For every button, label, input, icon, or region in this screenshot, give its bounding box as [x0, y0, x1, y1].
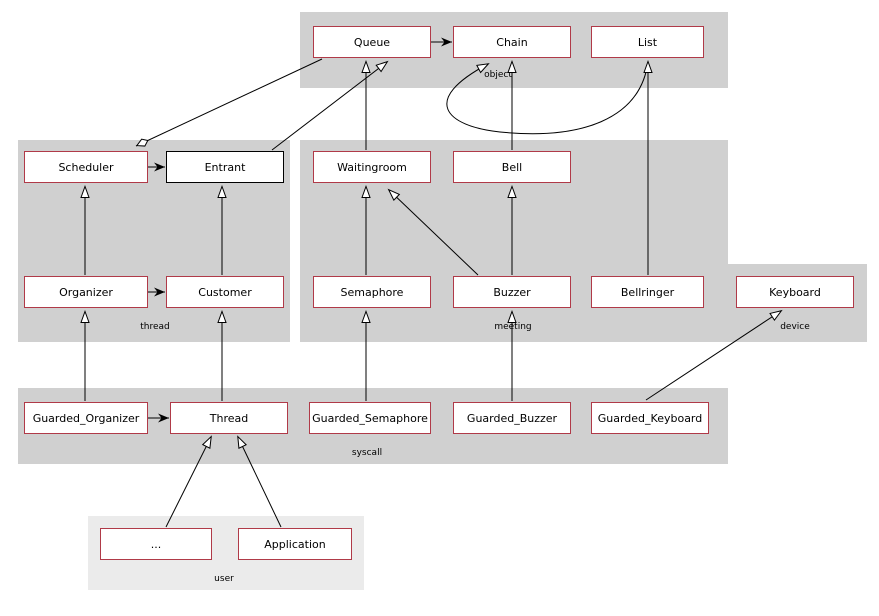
class-box-entrant[interactable]: Entrant — [166, 151, 284, 183]
class-box-organizer[interactable]: Organizer — [24, 276, 148, 308]
class-box-chain[interactable]: Chain — [453, 26, 571, 58]
edge-scheduler-aggregates-queue — [135, 58, 323, 147]
class-box-application[interactable]: Application — [238, 528, 352, 560]
class-box-thread_cls[interactable]: Thread — [170, 402, 288, 434]
package-label-meeting: meeting — [494, 322, 532, 332]
class-box-guarded_semaphore[interactable]: Guarded_Semaphore — [309, 402, 431, 434]
class-box-waitingroom[interactable]: Waitingroom — [313, 151, 431, 183]
package-label-device: device — [780, 322, 810, 332]
class-box-customer[interactable]: Customer — [166, 276, 284, 308]
class-box-guarded_buzzer[interactable]: Guarded_Buzzer — [453, 402, 571, 434]
class-box-queue[interactable]: Queue — [313, 26, 431, 58]
class-box-guarded_organizer[interactable]: Guarded_Organizer — [24, 402, 148, 434]
class-box-bellringer[interactable]: Bellringer — [591, 276, 704, 308]
class-box-bell[interactable]: Bell — [453, 151, 571, 183]
class-box-guarded_keyboard[interactable]: Guarded_Keyboard — [591, 402, 709, 434]
class-box-ellipsis[interactable]: ... — [100, 528, 212, 560]
class-box-buzzer[interactable]: Buzzer — [453, 276, 571, 308]
class-box-scheduler[interactable]: Scheduler — [24, 151, 148, 183]
package-label-user: user — [214, 574, 234, 584]
package-label-syscall: syscall — [351, 448, 383, 458]
class-box-list[interactable]: List — [591, 26, 704, 58]
class-box-keyboard[interactable]: Keyboard — [736, 276, 854, 308]
package-label-thread: thread — [140, 322, 170, 332]
package-label-object: object — [484, 70, 512, 80]
class-box-semaphore[interactable]: Semaphore — [313, 276, 431, 308]
